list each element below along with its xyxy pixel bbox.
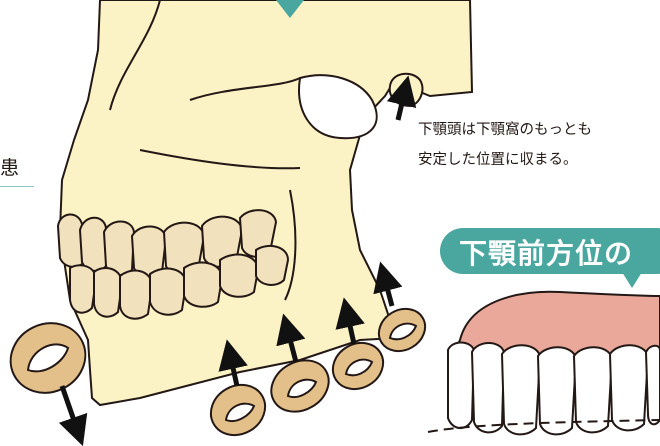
- arrow-left-down: [62, 386, 78, 432]
- condyle: [390, 74, 423, 106]
- banner-text: 下顎前方位の: [459, 232, 633, 272]
- arrow-4-up: [384, 276, 392, 306]
- caption-line-1: 下顎頭は下顎窩のもっとも: [418, 116, 592, 144]
- left-label-underline: [0, 186, 34, 187]
- banner-pointer-top: [276, 0, 304, 18]
- caption-line-2: 安定した位置に収まる。: [418, 146, 578, 174]
- banner-pointer: [622, 272, 642, 288]
- left-label-fragment: 患: [0, 153, 19, 180]
